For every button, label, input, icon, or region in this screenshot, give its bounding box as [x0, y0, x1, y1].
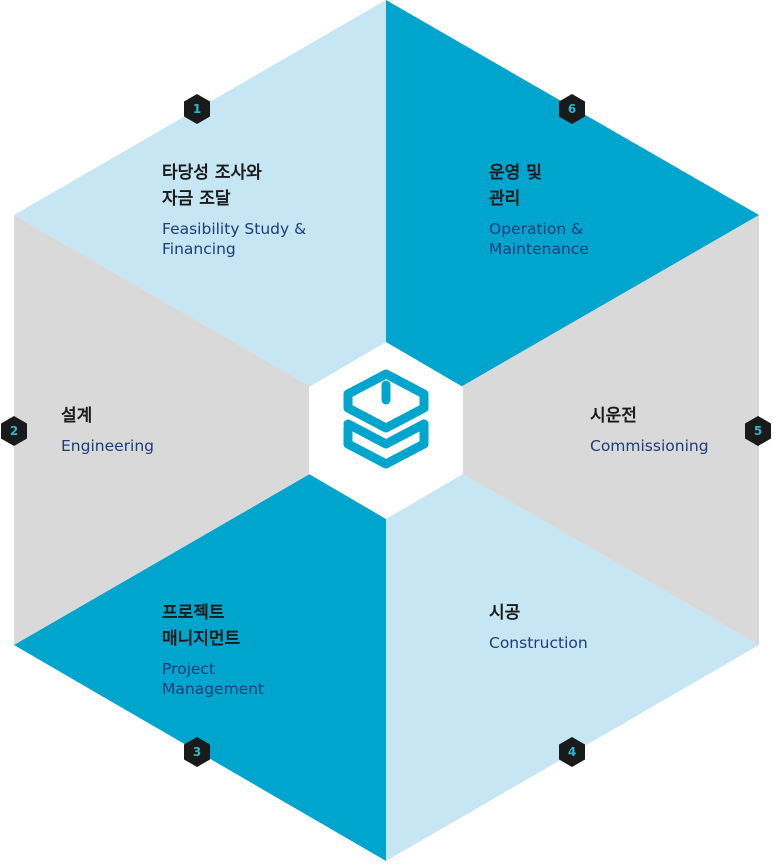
- segment-feasibility-text: 타당성 조사와 자금 조달 Feasibility Study & Financ…: [162, 160, 306, 259]
- step-number: 4: [567, 745, 577, 759]
- segment-engineering-text: 설계 Engineering: [61, 403, 154, 456]
- segment-title-english: Commissioning: [590, 437, 709, 455]
- step-badge-3: 3: [184, 737, 210, 767]
- segment-title-korean: 운영 및 관리: [489, 163, 542, 209]
- company-logo-icon: [343, 369, 429, 469]
- hexagon-badge-icon: [184, 94, 210, 124]
- step-number: 2: [9, 424, 19, 438]
- segment-title-korean: 프로젝트 매니지먼트: [162, 603, 241, 649]
- logo-bottom-layer: [343, 419, 429, 469]
- segment-title-english: Operation & Maintenance: [489, 220, 589, 258]
- segment-commissioning-text: 시운전 Commissioning: [590, 403, 709, 456]
- hexagon-badge-icon: [745, 416, 771, 446]
- hexagon-badge-icon: [559, 737, 585, 767]
- segment-operation-text: 운영 및 관리 Operation & Maintenance: [489, 160, 589, 259]
- step-badge-5: 5: [745, 416, 771, 446]
- segment-title-english: Engineering: [61, 437, 154, 455]
- step-badge-2: 2: [1, 416, 27, 446]
- segment-title-english: Construction: [489, 634, 588, 652]
- segment-title-korean: 시운전: [590, 406, 637, 426]
- hexagon-badge-icon: [184, 737, 210, 767]
- logo-top-layer: [343, 369, 429, 433]
- segment-construction-text: 시공 Construction: [489, 600, 588, 653]
- logo-middle-layer: [343, 419, 429, 449]
- step-badge-6: 6: [559, 94, 585, 124]
- segment-engineering-shape: [14, 215, 386, 645]
- step-number: 3: [192, 745, 202, 759]
- segment-operation-shape: [386, 0, 759, 430]
- step-number: 1: [192, 102, 202, 116]
- segment-project-management-text: 프로젝트 매니지먼트 Project Management: [162, 600, 264, 699]
- segment-title-korean: 타당성 조사와 자금 조달: [162, 163, 262, 209]
- segment-feasibility-shape: [14, 0, 386, 430]
- segment-construction-shape: [386, 430, 759, 861]
- segment-title-korean: 설계: [61, 406, 93, 426]
- step-badge-4: 4: [559, 737, 585, 767]
- segment-title-english: Project Management: [162, 660, 265, 698]
- step-number: 6: [567, 102, 577, 116]
- hexagon-badge-icon: [1, 416, 27, 446]
- segment-commissioning-shape: [386, 215, 759, 645]
- segment-title-english: Feasibility Study & Financing: [162, 220, 307, 258]
- step-badge-1: 1: [184, 94, 210, 124]
- step-number: 5: [753, 424, 763, 438]
- segment-title-korean: 시공: [489, 603, 521, 623]
- segment-project-management-shape: [14, 430, 386, 861]
- hexagon-badge-icon: [559, 94, 585, 124]
